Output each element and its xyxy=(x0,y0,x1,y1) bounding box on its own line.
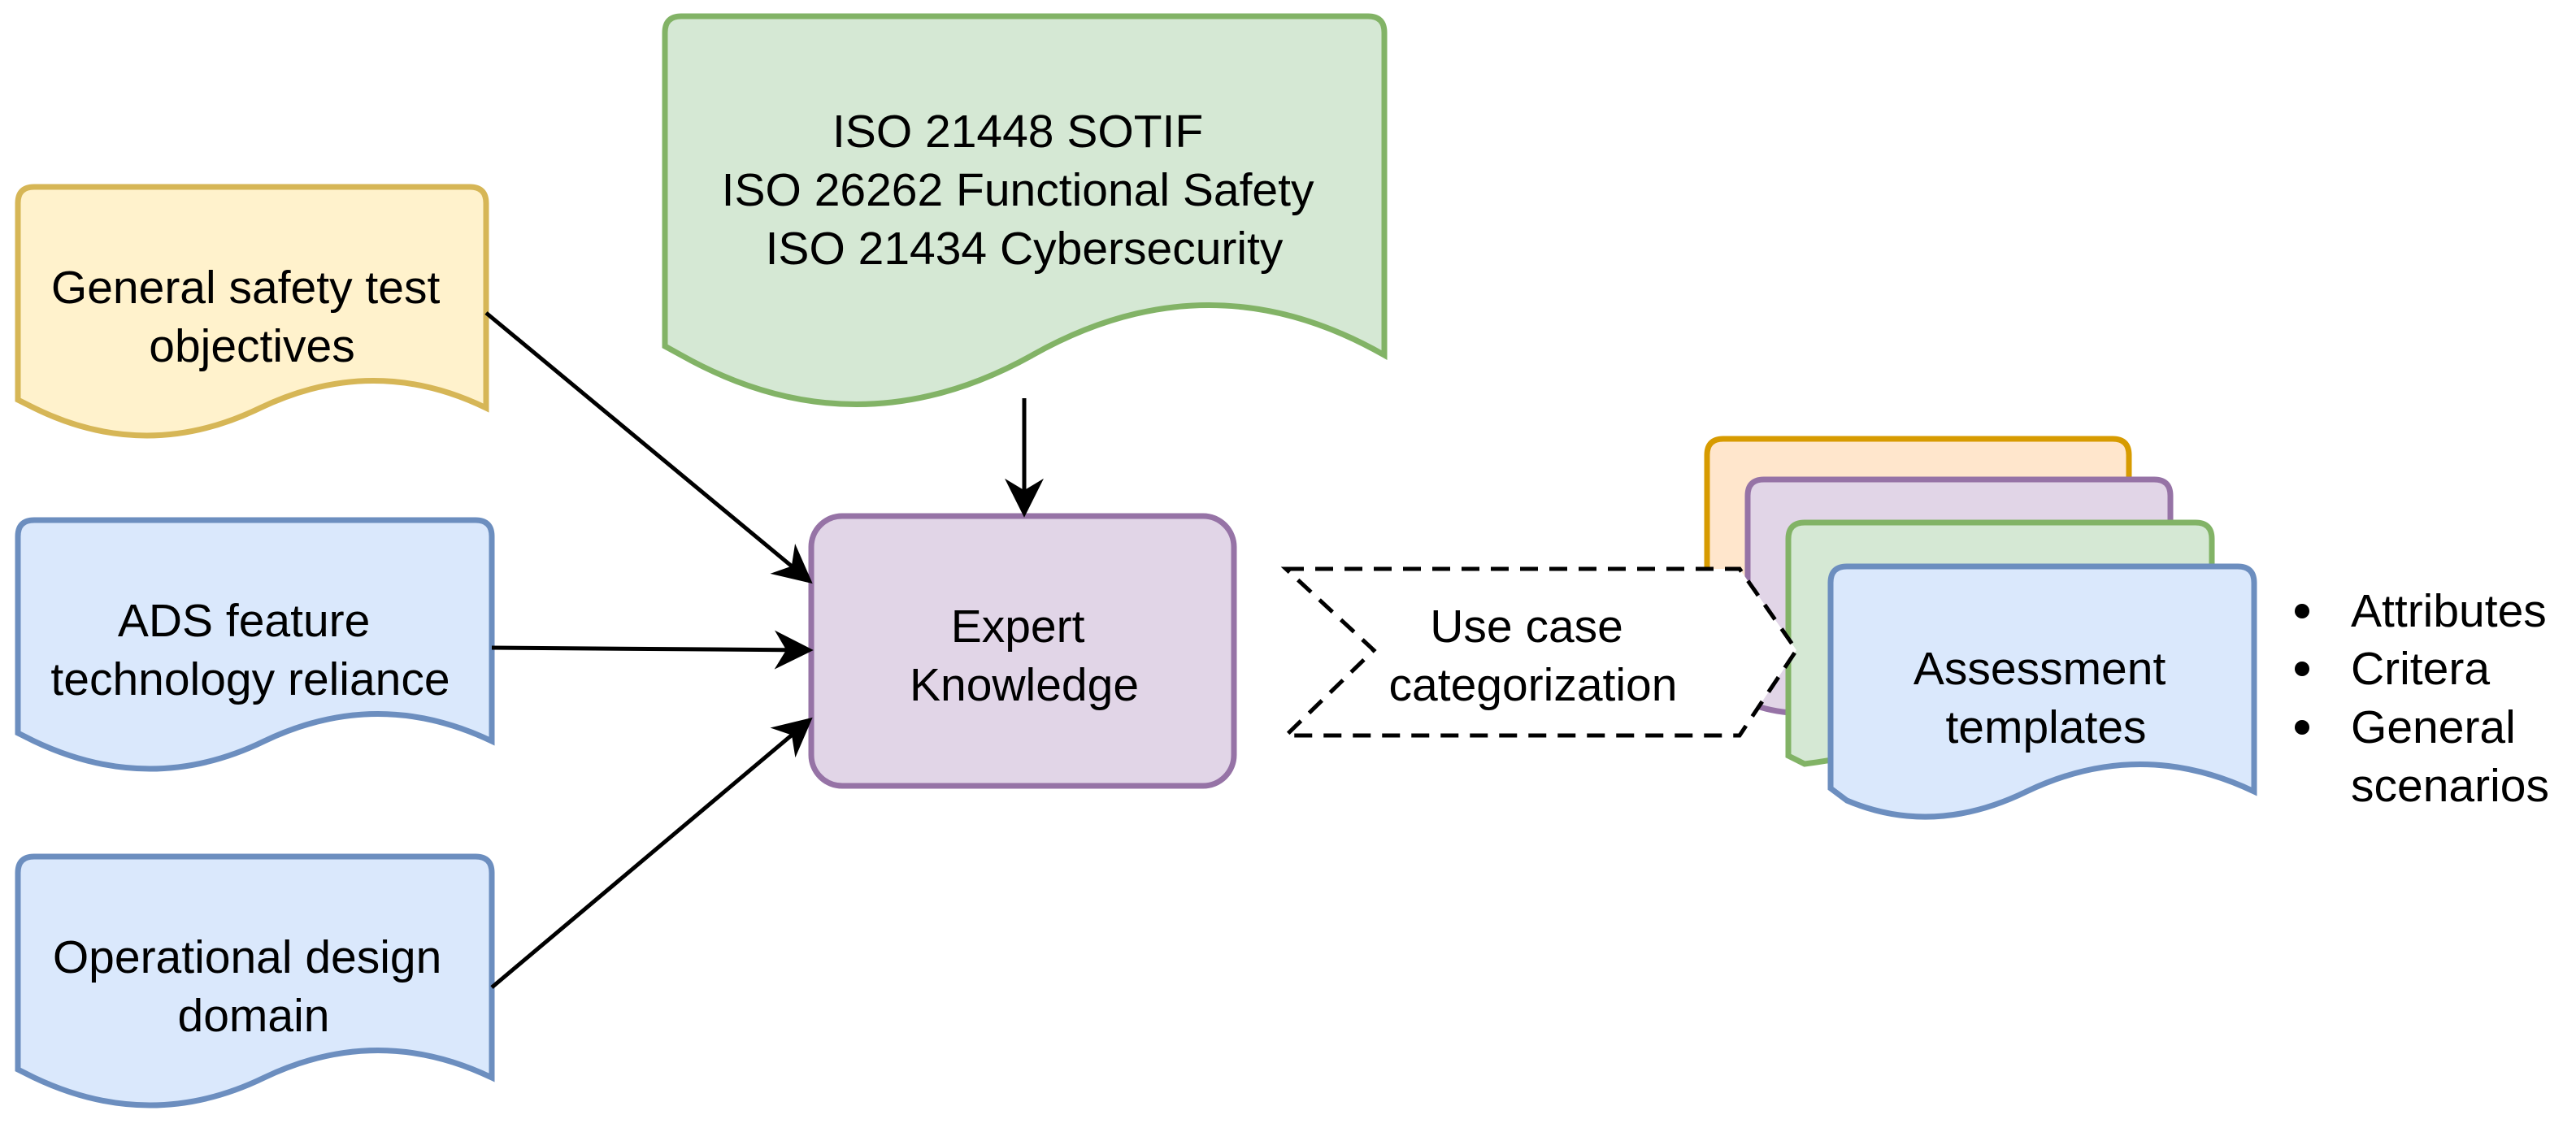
use-case-line-1: Use case xyxy=(1430,601,1623,653)
svg-text:ISO 21448 SOTIF ISO 2626: ISO 21448 SOTIF ISO 26262 Functional Saf… xyxy=(722,106,1327,275)
assessment-templates-line-2: templates xyxy=(1945,701,2146,753)
standards-line-3: ISO 21434 Cybersecurity xyxy=(766,223,1284,275)
template-contents-list: Attributes Critera General scenarios xyxy=(2295,585,2549,812)
template-item-attributes: Attributes xyxy=(2351,585,2547,637)
expert-knowledge-line-1: Expert xyxy=(951,601,1085,653)
bullet-critera xyxy=(2295,662,2309,676)
svg-text:Use case categorization: Use case categorization xyxy=(1389,601,1678,711)
assessment-templates-document: Assessment templates xyxy=(1827,563,2257,820)
odd-line-1: Operational design xyxy=(53,931,442,983)
template-item-general: General xyxy=(2351,701,2516,753)
general-objectives-line-2: objectives xyxy=(149,320,354,372)
standards-line-1: ISO 21448 SOTIF xyxy=(832,106,1203,158)
ads-feature-document-shape xyxy=(15,517,495,772)
odd-document-shape xyxy=(15,853,495,1108)
arrow-odd-to-expert xyxy=(490,717,813,989)
bullet-attributes xyxy=(2295,604,2309,618)
svg-text:ADS feature technology r: ADS feature technology reliance xyxy=(50,595,450,705)
general-objectives-line-1: General safety test xyxy=(51,262,441,314)
bullet-general xyxy=(2295,720,2309,735)
standards-document-shape xyxy=(662,13,1388,407)
ads-feature-document: ADS feature technology reliance xyxy=(15,517,495,772)
template-item-critera: Critera xyxy=(2351,643,2490,695)
odd-document: Operational design domain xyxy=(15,853,495,1108)
general-objectives-document: General safety test objectives xyxy=(15,184,489,439)
svg-text:General safety test obje: General safety test objectives xyxy=(51,262,453,372)
use-case-line-2: categorization xyxy=(1389,659,1678,711)
svg-text:Expert Knowledge: Expert Knowledge xyxy=(910,601,1139,711)
ads-feature-line-2: technology reliance xyxy=(50,653,450,705)
general-objectives-document-shape xyxy=(15,184,489,439)
connectors xyxy=(484,311,1044,989)
arrow-ads-to-expert xyxy=(491,630,814,670)
arrow-objectives-to-expert xyxy=(484,311,813,584)
template-item-scenarios: scenarios xyxy=(2351,760,2549,812)
assessment-templates-shape xyxy=(1827,563,2257,820)
standards-document: ISO 21448 SOTIF ISO 26262 Functional Saf… xyxy=(662,13,1388,407)
assessment-templates-line-1: Assessment xyxy=(1914,643,2166,695)
standards-line-2: ISO 26262 Functional Safety xyxy=(722,164,1314,216)
svg-text:Operational design domai: Operational design domain xyxy=(53,931,454,1042)
odd-line-2: domain xyxy=(178,990,330,1042)
ads-feature-line-1: ADS feature xyxy=(118,595,371,647)
use-case-chevron-shape xyxy=(1280,566,1800,738)
svg-text:Assessment templates: Assessment templates xyxy=(1914,643,2179,753)
expert-knowledge-box: Expert Knowledge xyxy=(808,513,1237,789)
use-case-step: Use case categorization xyxy=(1280,566,1800,738)
expert-knowledge-line-2: Knowledge xyxy=(910,659,1139,711)
